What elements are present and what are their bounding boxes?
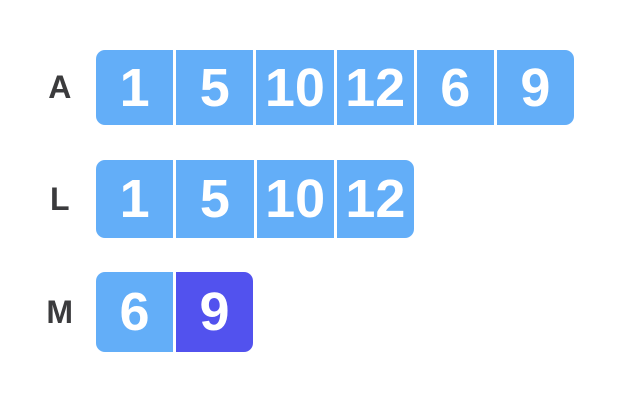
array-cell: 1 [96, 50, 174, 125]
array-label-a: A [48, 69, 72, 105]
array-cell: 12 [336, 160, 414, 238]
array-label-m: M [46, 293, 74, 330]
array-cells-l: 1 5 10 12 [96, 160, 414, 238]
array-cell: 5 [176, 50, 254, 125]
array-cells-m: 6 9 [96, 272, 253, 352]
array-label-l: L [49, 180, 71, 217]
array-cell: 6 [416, 50, 494, 125]
array-cell: 10 [256, 160, 334, 238]
array-cell: 12 [336, 50, 414, 125]
array-cells-a: 1 5 10 12 6 9 [96, 50, 574, 125]
array-cell-highlighted: 9 [176, 272, 253, 352]
array-cell: 10 [256, 50, 334, 125]
array-cell: 1 [96, 160, 174, 238]
array-cell: 5 [176, 160, 254, 238]
array-cell: 9 [496, 50, 574, 125]
array-cell: 6 [96, 272, 173, 352]
